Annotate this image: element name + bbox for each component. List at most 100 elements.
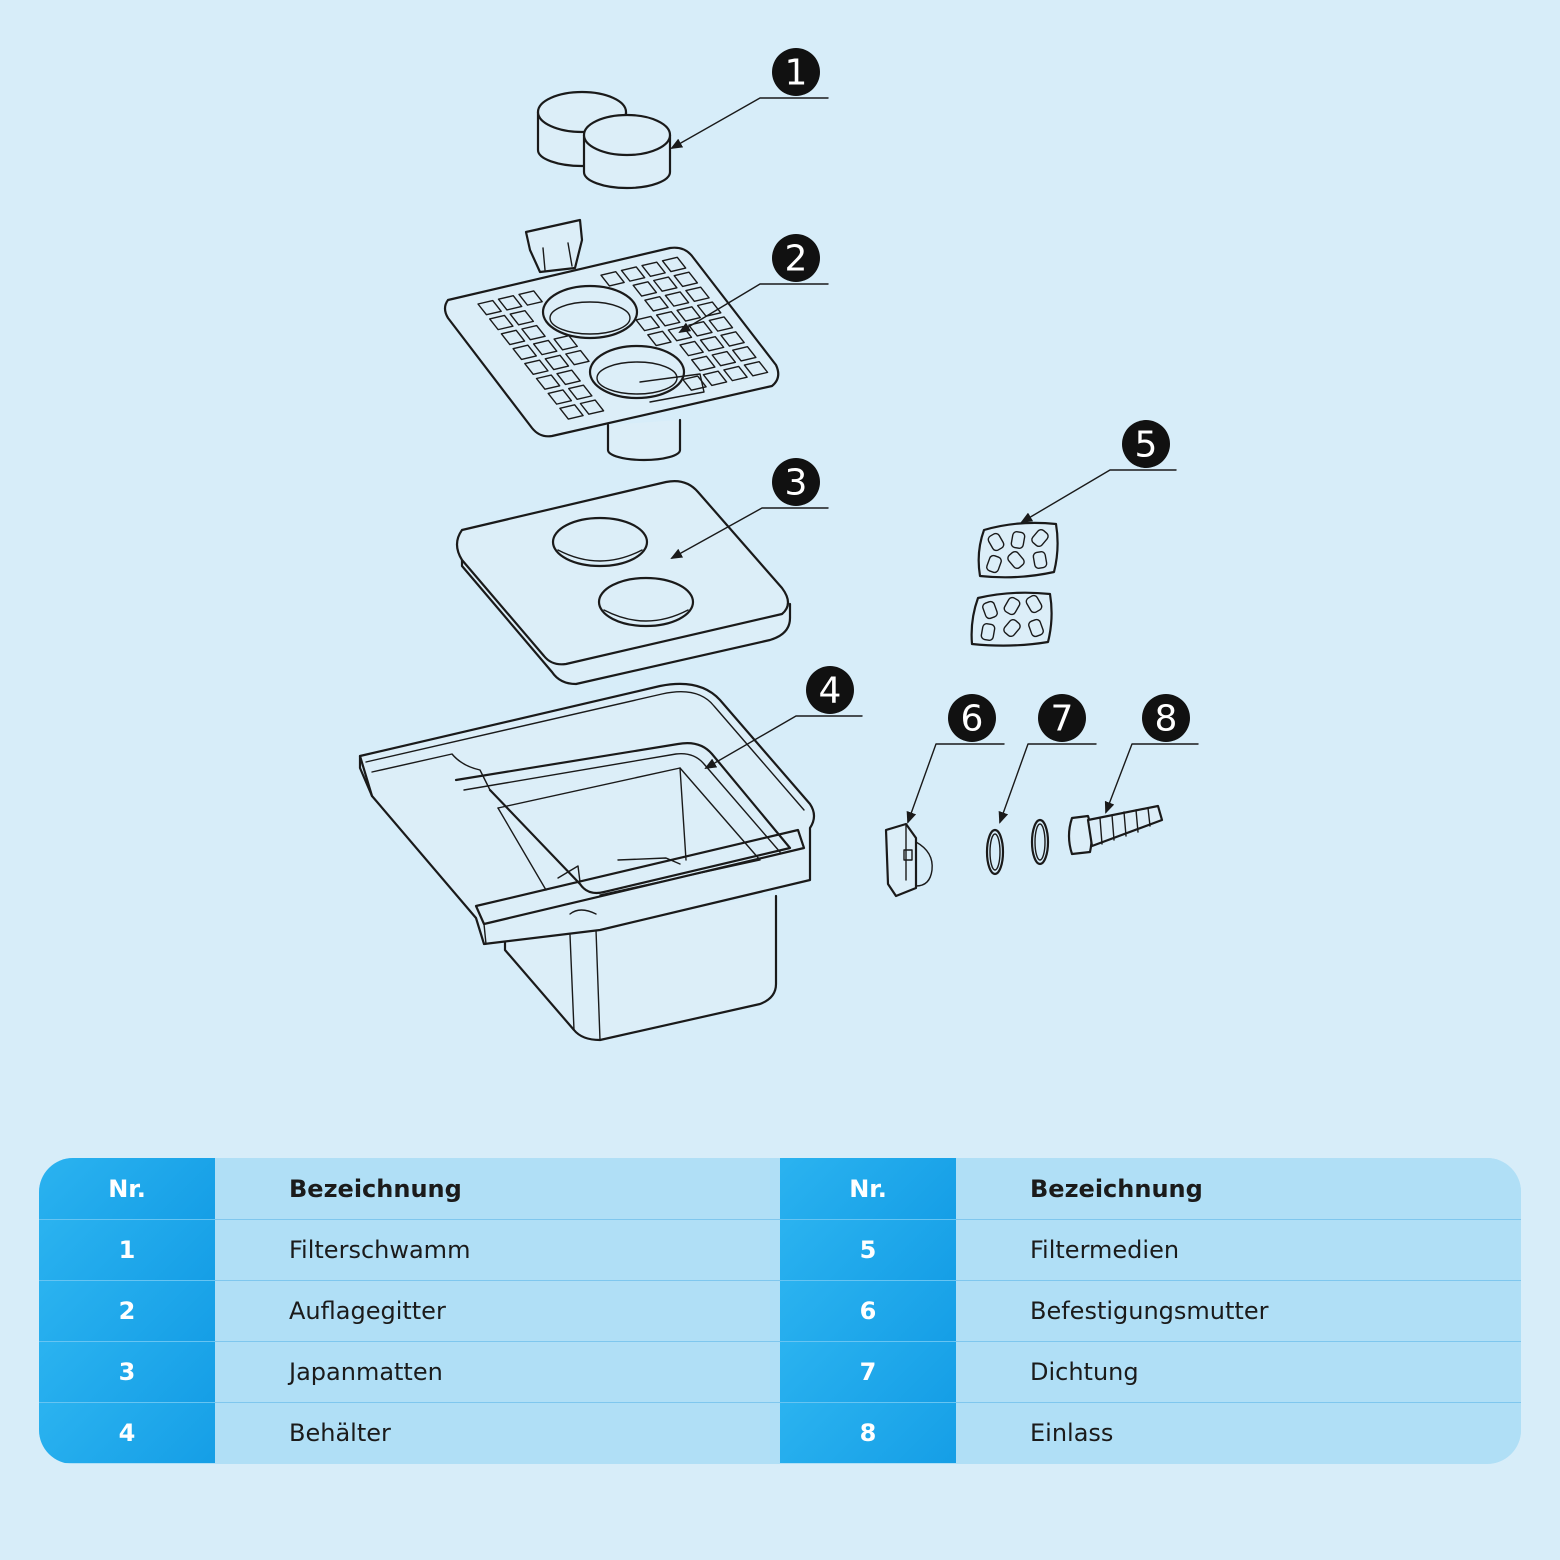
- media-pellet: [1007, 550, 1025, 570]
- grid-hole: [579, 399, 605, 415]
- table-cell-name: Filtermedien: [956, 1219, 1521, 1280]
- grid-hole: [679, 340, 704, 357]
- callout-8: 8: [1142, 694, 1190, 742]
- grid-hole: [661, 256, 687, 273]
- grid-hole: [673, 271, 699, 288]
- grid-hole: [711, 350, 737, 367]
- part-filter-media: [970, 521, 1059, 647]
- grid-hole: [497, 295, 523, 311]
- part-inlet: [1067, 804, 1164, 856]
- media-pellet: [1003, 596, 1021, 616]
- table-cell-nr: 4: [39, 1402, 215, 1463]
- header-bezeichnung-right: Bezeichnung: [956, 1158, 1521, 1219]
- svg-text:6: 6: [961, 699, 984, 740]
- grid-hole: [696, 301, 722, 317]
- grid-hole: [547, 389, 573, 405]
- grid-hole: [720, 331, 745, 347]
- media-pellet: [1003, 618, 1021, 638]
- grid-hole: [556, 369, 581, 386]
- part-filter-sponge: [536, 90, 672, 190]
- table-cell-name: Dichtung: [956, 1341, 1521, 1402]
- callout-1: 1: [772, 48, 820, 96]
- grid-hole: [644, 296, 669, 312]
- grid-hole: [524, 359, 549, 376]
- callout-5: 5: [1122, 420, 1170, 468]
- grid-hole: [653, 276, 678, 292]
- svg-text:7: 7: [1051, 699, 1074, 740]
- table-cell-nr: 6: [780, 1280, 956, 1341]
- grid-hole: [535, 374, 561, 390]
- table-cell-name: Filterschwamm: [215, 1219, 780, 1280]
- grid-hole: [489, 314, 514, 331]
- exploded-parts-diagram: 1 2 3 4 5 6 7 8: [358, 48, 1199, 1042]
- grid-hole: [685, 286, 710, 303]
- table-cell-name: Auflagegitter: [215, 1280, 780, 1341]
- grid-hole: [565, 349, 590, 366]
- grid-hole: [708, 316, 734, 332]
- part-seal: [985, 818, 1050, 876]
- part-mounting-nut: [884, 822, 933, 898]
- grid-hole: [632, 281, 658, 297]
- grid-hole: [641, 261, 666, 278]
- media-pellet: [1028, 618, 1044, 638]
- grid-hole: [477, 299, 502, 316]
- grid-hole: [544, 354, 570, 371]
- grid-hole: [688, 321, 713, 337]
- header-nr-right: Nr.: [780, 1158, 956, 1219]
- callout-6: 6: [948, 694, 996, 742]
- grid-hole: [691, 355, 716, 372]
- grid-hole: [732, 346, 757, 362]
- media-pellet: [980, 623, 996, 641]
- media-pellet: [1032, 551, 1048, 569]
- grid-hole: [664, 291, 690, 307]
- grid-hole: [620, 266, 646, 282]
- grid-hole: [647, 330, 672, 347]
- grid-hole: [702, 370, 728, 387]
- grid-hole: [743, 360, 769, 377]
- media-pellet: [1010, 531, 1026, 549]
- callout-3: 3: [772, 458, 820, 506]
- grid-hole: [512, 344, 537, 361]
- callout-4: 4: [806, 666, 854, 714]
- table-cell-nr: 3: [39, 1341, 215, 1402]
- grid-hole: [509, 309, 535, 326]
- part-support-grid: [443, 218, 780, 462]
- media-pellet: [982, 600, 998, 620]
- svg-text:4: 4: [819, 671, 842, 712]
- media-pellet: [986, 554, 1002, 574]
- table-cell-name: Einlass: [956, 1402, 1521, 1463]
- grid-hole: [600, 271, 625, 287]
- parts-table: Nr. Bezeichnung Nr. Bezeichnung 1 Filter…: [39, 1158, 1521, 1464]
- table-cell-name: Befestigungsmutter: [956, 1280, 1521, 1341]
- grid-hole: [723, 365, 748, 382]
- leader-lines: [670, 97, 1199, 824]
- grid-hole: [518, 290, 543, 306]
- grid-hole: [667, 325, 693, 342]
- grid-hole: [568, 384, 593, 401]
- table-cell-nr: 5: [780, 1219, 956, 1280]
- media-pellet: [987, 532, 1005, 552]
- grid-hole: [559, 404, 584, 420]
- table-cell-nr: 1: [39, 1219, 215, 1280]
- callout-7: 7: [1038, 694, 1086, 742]
- header-nr-left: Nr.: [39, 1158, 215, 1219]
- table-cell-name: Behälter: [215, 1402, 780, 1463]
- table-cell-name: Japanmatten: [215, 1341, 780, 1402]
- table-cell-nr: 8: [780, 1402, 956, 1463]
- grid-hole: [699, 335, 725, 352]
- svg-text:1: 1: [785, 53, 808, 94]
- grid-hole: [500, 329, 526, 346]
- svg-text:3: 3: [785, 463, 808, 504]
- grid-hole: [553, 334, 578, 351]
- grid-hole: [521, 324, 546, 341]
- callout-2: 2: [772, 234, 820, 282]
- grid-hole: [676, 306, 701, 322]
- svg-text:5: 5: [1135, 425, 1158, 466]
- part-container: [358, 682, 816, 1042]
- header-bezeichnung-left: Bezeichnung: [215, 1158, 780, 1219]
- grid-hole: [532, 339, 558, 356]
- svg-text:2: 2: [785, 239, 808, 280]
- media-pellet: [1031, 528, 1049, 548]
- table-cell-nr: 7: [780, 1341, 956, 1402]
- part-japan-mat: [455, 480, 792, 686]
